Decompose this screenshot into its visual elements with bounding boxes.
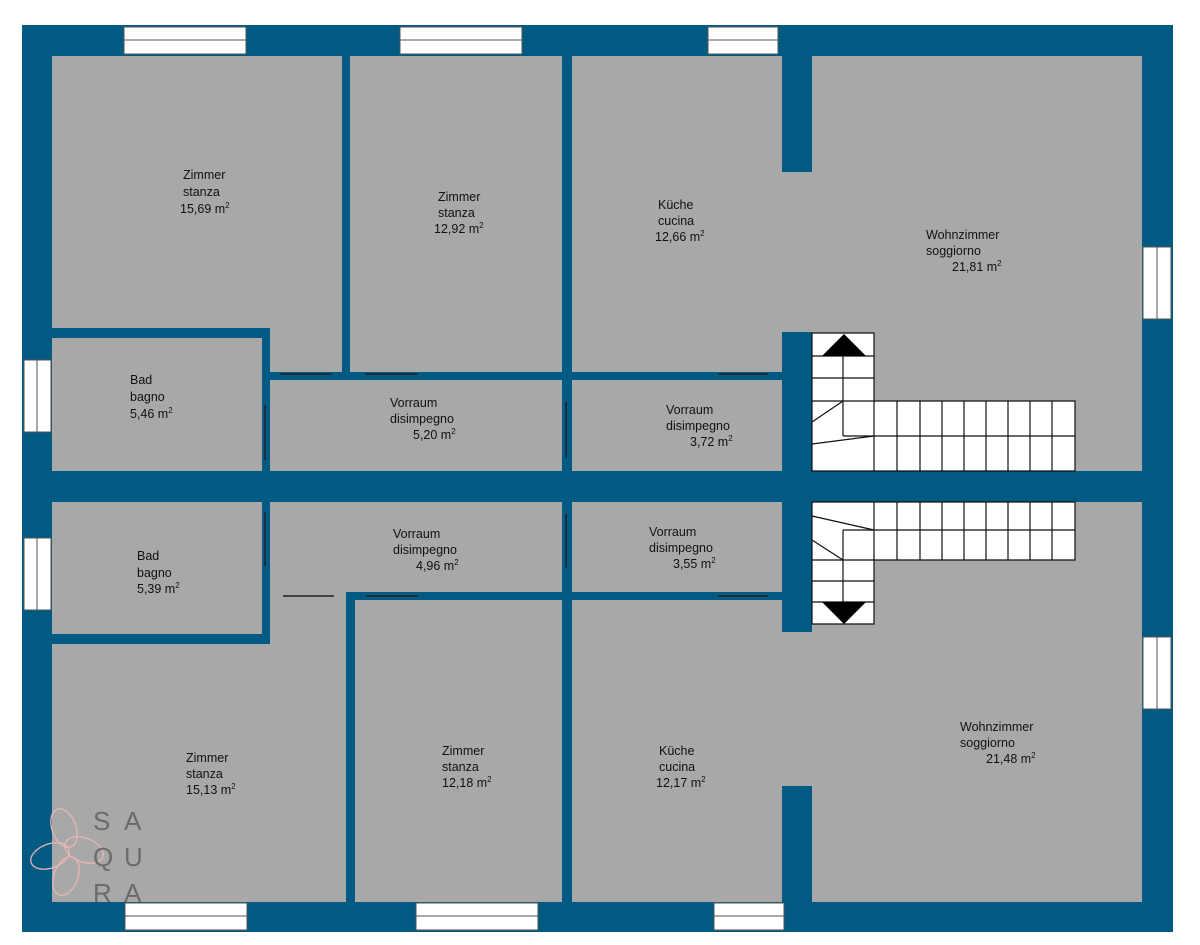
floor-bad-2 xyxy=(52,502,262,634)
room-labels: Zimmer stanza 15,69 m2 Zimmer stanza 12,… xyxy=(130,168,1036,797)
room-name-de: Vorraum xyxy=(666,403,713,417)
logo-letter-2: A xyxy=(124,806,142,836)
room-name-de: Zimmer xyxy=(186,751,228,765)
floor-kueche-1 xyxy=(572,56,782,372)
room-area: 12,92 m2 xyxy=(434,221,484,236)
staircase-lower xyxy=(811,501,1076,625)
room-zimmer-2: Zimmer stanza 12,92 m2 xyxy=(434,190,484,236)
triangle-up-icon xyxy=(822,334,866,356)
logo-letter-6: A xyxy=(124,878,142,908)
floor-vorraum-1 xyxy=(270,380,562,471)
floor-vorraum-4 xyxy=(572,502,782,592)
window-mullions xyxy=(36,39,1158,917)
room-area: 5,20 m2 xyxy=(413,427,456,442)
room-name-it: cucina xyxy=(658,214,694,228)
room-kueche-2: Küche cucina 12,17 m2 xyxy=(656,744,706,790)
room-name-de: Wohnzimmer xyxy=(960,720,1033,734)
floor-corridor-joint-1 xyxy=(270,328,342,372)
room-zimmer-4: Zimmer stanza 12,18 m2 xyxy=(442,744,492,790)
room-name-it: cucina xyxy=(659,760,695,774)
triangle-down-icon xyxy=(822,602,866,624)
room-vorraum-3: Vorraum disimpegno 4,96 m2 xyxy=(393,527,459,573)
logo-letter-4: U xyxy=(124,842,143,872)
room-name-de: Bad xyxy=(130,373,152,387)
room-vorraum-1: Vorraum disimpegno 5,20 m2 xyxy=(390,396,456,442)
room-name-it: stanza xyxy=(438,206,475,220)
room-name-it: disimpegno xyxy=(390,412,454,426)
floor-bad-1 xyxy=(52,338,262,471)
room-name-it: disimpegno xyxy=(666,419,730,433)
room-zimmer-1: Zimmer stanza 15,69 m2 xyxy=(180,168,230,216)
logo-letter-5: R xyxy=(93,878,112,908)
room-wohnzimmer-2: Wohnzimmer soggiorno 21,48 m2 xyxy=(960,720,1036,766)
room-bad-2: Bad bagno 5,39 m2 xyxy=(137,549,180,596)
room-name-it: bagno xyxy=(130,390,165,404)
logo-letter-3: Q xyxy=(93,842,113,872)
room-area: 12,17 m2 xyxy=(656,775,706,790)
room-vorraum-4: Vorraum disimpegno 3,55 m2 xyxy=(649,525,716,571)
room-name-de: Küche xyxy=(658,198,693,212)
floor-wohnzimmer-1-gap xyxy=(782,172,812,332)
room-name-de: Zimmer xyxy=(442,744,484,758)
room-vorraum-2: Vorraum disimpegno 3,72 m2 xyxy=(666,403,733,449)
room-area: 4,96 m2 xyxy=(416,558,459,573)
saqura-petal-logo-icon xyxy=(30,808,104,896)
floor-wohnzimmer-2-gap xyxy=(782,632,812,786)
room-area: 12,66 m2 xyxy=(655,229,705,244)
floor-zimmer-1 xyxy=(52,56,342,328)
room-kueche-1: Küche cucina 12,66 m2 xyxy=(655,198,705,244)
floors-lower xyxy=(52,502,1142,902)
room-name-de: Küche xyxy=(659,744,694,758)
room-name-de: Vorraum xyxy=(393,527,440,541)
floors-upper xyxy=(52,56,1142,471)
room-bad-1: Bad bagno 5,46 m2 xyxy=(130,373,173,421)
room-area: 3,72 m2 xyxy=(690,434,733,449)
room-area: 5,46 m2 xyxy=(130,406,173,421)
floor-vorraum-3 xyxy=(270,502,562,592)
room-area: 12,18 m2 xyxy=(442,775,492,790)
wall-stub-upper xyxy=(782,56,812,172)
room-area: 15,69 m2 xyxy=(180,201,230,216)
room-name-it: soggiorno xyxy=(926,244,981,258)
room-area: 5,39 m2 xyxy=(137,581,180,596)
door-openings xyxy=(264,373,768,597)
room-name-it: disimpegno xyxy=(649,541,713,555)
room-name-de: Zimmer xyxy=(183,168,225,182)
room-name-it: bagno xyxy=(137,566,172,580)
logo-letter-1: S xyxy=(93,806,110,836)
room-zimmer-3: Zimmer stanza 15,13 m2 xyxy=(186,751,236,797)
floor-zimmer-2 xyxy=(350,56,562,372)
floor-corridor-joint-2 xyxy=(270,592,346,644)
room-name-de: Vorraum xyxy=(649,525,696,539)
floor-kueche-2 xyxy=(572,600,782,902)
room-area: 3,55 m2 xyxy=(673,556,716,571)
room-name-it: soggiorno xyxy=(960,736,1015,750)
room-area: 21,48 m2 xyxy=(986,751,1036,766)
floor-vorraum-2 xyxy=(572,380,782,471)
room-area: 15,13 m2 xyxy=(186,782,236,797)
room-name-de: Wohnzimmer xyxy=(926,228,999,242)
room-wohnzimmer-1: Wohnzimmer soggiorno 21,81 m2 xyxy=(926,228,1002,274)
room-name-de: Vorraum xyxy=(390,396,437,410)
room-name-de: Bad xyxy=(137,549,159,563)
room-name-it: stanza xyxy=(186,767,223,781)
room-name-de: Zimmer xyxy=(438,190,480,204)
room-name-it: stanza xyxy=(442,760,479,774)
room-name-it: stanza xyxy=(183,185,220,199)
floor-zimmer-4 xyxy=(355,600,562,902)
room-area: 21,81 m2 xyxy=(952,259,1002,274)
room-name-it: disimpegno xyxy=(393,543,457,557)
